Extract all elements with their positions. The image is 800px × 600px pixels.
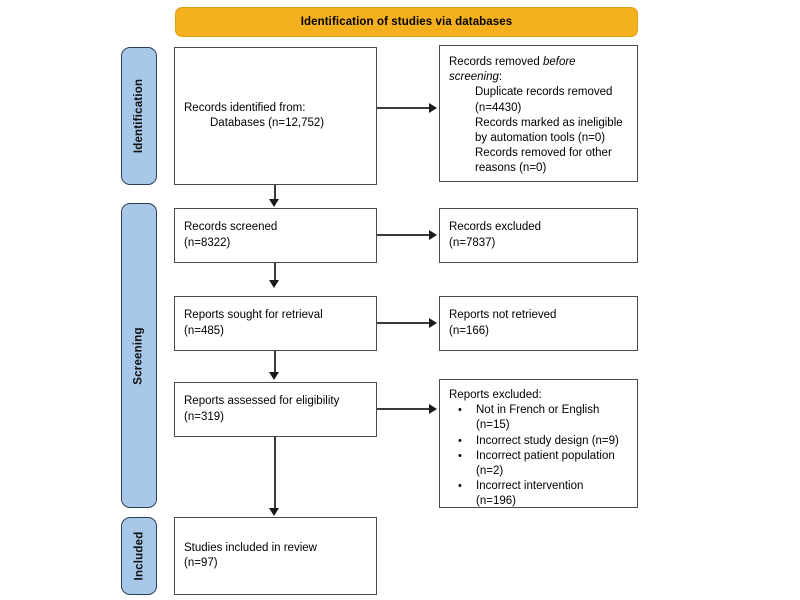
records-removed-item2-line1: Records marked as ineligible: [475, 116, 623, 129]
box-records-excluded: Records excluded (n=7837): [439, 208, 638, 263]
connector-assessed-to-reports-excluded: [377, 408, 430, 410]
records-removed-heading: Records removed before screening:: [449, 55, 628, 85]
reports-not-retrieved-line1: Reports not retrieved: [449, 309, 557, 322]
records-screened-line2: (n=8322): [184, 236, 231, 249]
studies-included-line1: Studies included in review: [184, 541, 317, 554]
arrowhead-identified-to-removed: [429, 103, 437, 113]
list-item: • Not in French or English (n=15): [449, 403, 628, 433]
bullet-icon: •: [458, 404, 462, 417]
reports-assessed-line2: (n=319): [184, 410, 224, 423]
studies-included-line2: (n=97): [184, 557, 218, 569]
list-item: • Incorrect intervention (n=196): [449, 479, 628, 509]
records-removed-heading-italic: before screening: [449, 56, 576, 84]
box-reports-not-retrieved: Reports not retrieved (n=166): [439, 296, 638, 351]
bullet-icon: •: [458, 434, 462, 447]
reports-excluded-item2-line2: (n=2): [476, 464, 504, 477]
stage-label-identification-text: Identification: [133, 78, 146, 154]
reports-excluded-item0-line1: Not in French or English: [476, 404, 600, 417]
connector-screened-to-sought: [274, 263, 276, 280]
stage-label-screening: Screening: [121, 203, 157, 508]
reports-excluded-heading: Reports excluded:: [449, 389, 542, 401]
box-reports-sought-for-retrieval: Reports sought for retrieval (n=485): [174, 296, 377, 351]
box-reports-assessed-for-eligibility: Reports assessed for eligibility (n=319): [174, 382, 377, 437]
list-item: • Incorrect patient population (n=2): [449, 449, 628, 479]
bullet-icon: •: [458, 480, 462, 493]
reports-sought-line2: (n=485): [184, 324, 224, 337]
stage-label-screening-text: Screening: [133, 326, 145, 385]
box-records-identified: Records identified from: Databases (n=12…: [174, 47, 377, 185]
reports-assessed-line1: Reports assessed for eligibility: [184, 395, 340, 408]
list-item: • Incorrect study design (n=9): [449, 434, 628, 449]
reports-excluded-item0-line2: (n=15): [476, 419, 510, 432]
bullet-icon: •: [458, 449, 462, 462]
box-records-screened: Records screened (n=8322): [174, 208, 377, 263]
arrowhead-sought-to-assessed: [269, 372, 279, 380]
reports-excluded-item3-line2: (n=196): [476, 495, 516, 508]
arrowhead-assessed-to-reports-excluded: [429, 404, 437, 414]
connector-sought-to-not-retrieved: [377, 322, 430, 324]
stage-label-included-text: Included: [133, 531, 146, 581]
connector-screened-to-excluded: [377, 234, 430, 236]
reports-excluded-item1-line1: Incorrect study design (n=9): [476, 434, 619, 447]
box-reports-excluded: Reports excluded: • Not in French or Eng…: [439, 379, 638, 508]
records-removed-item1-line2: (n=4430): [475, 101, 522, 114]
connector-assessed-to-included: [274, 437, 276, 509]
reports-excluded-item2-line1: Incorrect patient population: [476, 449, 615, 462]
records-removed-item2-line2: by automation tools (n=0): [475, 131, 606, 144]
arrowhead-sought-to-not-retrieved: [429, 318, 437, 328]
records-removed-item1-line1: Duplicate records removed: [475, 86, 613, 99]
arrowhead-screened-to-excluded: [429, 230, 437, 240]
reports-sought-line1: Reports sought for retrieval: [184, 309, 323, 322]
arrowhead-screened-to-sought: [269, 280, 279, 288]
connector-identified-to-removed: [377, 107, 430, 109]
reports-excluded-item3-line1: Incorrect intervention: [476, 480, 584, 493]
records-excluded-line1: Records excluded: [449, 221, 542, 234]
arrowhead-identified-to-screened: [269, 199, 279, 207]
records-removed-heading-part1: Records removed: [449, 56, 543, 68]
records-removed-item3-line1: Records removed for other: [475, 147, 612, 160]
reports-excluded-list: • Not in French or English (n=15) • Inco…: [449, 403, 628, 509]
records-identified-line1: Records identified from:: [184, 101, 306, 114]
records-removed-item3-line2: reasons (n=0): [475, 162, 547, 175]
diagram-banner-title: Identification of studies via databases: [175, 7, 638, 37]
reports-not-retrieved-line2: (n=166): [449, 324, 489, 337]
records-identified-line2: Databases (n=12,752): [210, 117, 325, 129]
arrowhead-assessed-to-included: [269, 508, 279, 516]
records-screened-line1: Records screened: [184, 221, 278, 234]
records-removed-heading-part2: :: [498, 71, 503, 84]
stage-label-included: Included: [121, 517, 157, 595]
connector-sought-to-assessed: [274, 351, 276, 374]
stage-label-identification: Identification: [121, 47, 157, 185]
box-studies-included-in-review: Studies included in review (n=97): [174, 517, 377, 595]
records-excluded-line2: (n=7837): [449, 236, 496, 249]
box-records-removed-before-screening: Records removed before screening: Duplic…: [439, 45, 638, 182]
connector-identified-to-screened: [274, 185, 276, 201]
